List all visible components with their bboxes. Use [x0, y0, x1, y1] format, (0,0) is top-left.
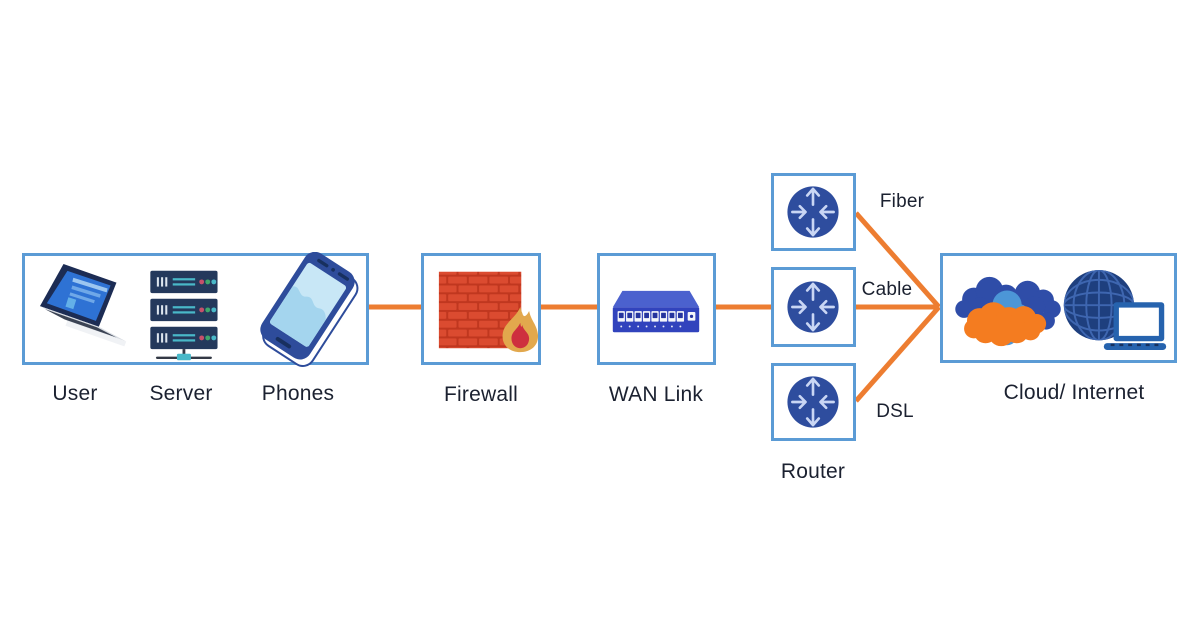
cloud-icon — [955, 276, 1061, 347]
router-icon — [787, 376, 839, 428]
label-phones: Phones — [261, 382, 335, 405]
label-server: Server — [149, 382, 213, 405]
label-user: User — [52, 382, 98, 405]
switch-ports — [617, 311, 696, 328]
label-firewall: Firewall — [444, 383, 518, 406]
smartphone-icon — [260, 252, 359, 367]
router-icon — [787, 186, 839, 238]
network-switch-icon — [612, 290, 700, 333]
server-icon — [150, 270, 218, 361]
server-stand — [155, 349, 212, 361]
laptop-front — [1103, 302, 1167, 351]
edge-router-dsl-cloud — [854, 305, 941, 403]
laptop-icon — [39, 263, 127, 347]
globe-laptop-icon — [1063, 270, 1167, 351]
firewall-brick-flame-icon — [438, 271, 539, 353]
server-rack-units — [150, 270, 218, 350]
flame — [502, 307, 539, 353]
label-wan-link: WAN Link — [608, 383, 704, 406]
label-cable: Cable — [861, 279, 913, 300]
router-icon — [787, 281, 839, 333]
label-fiber: Fiber — [879, 191, 925, 212]
label-dsl: DSL — [876, 401, 914, 422]
label-cloud-internet: Cloud/ Internet — [1003, 381, 1145, 404]
label-router: Router — [780, 460, 846, 483]
